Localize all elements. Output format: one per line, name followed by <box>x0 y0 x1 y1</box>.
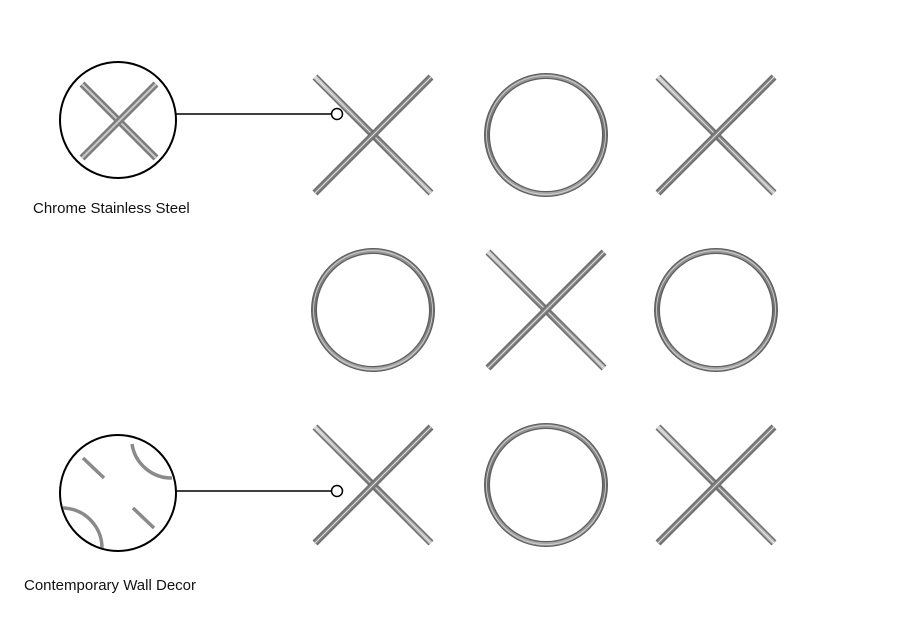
o-piece-icon <box>484 423 608 547</box>
x-piece-icon <box>312 74 434 196</box>
o-piece-icon <box>654 248 778 372</box>
callout-material <box>59 61 344 179</box>
x-piece-icon <box>655 424 777 546</box>
x-center-gap-closeup-icon <box>61 443 173 549</box>
closeup-circle-style <box>59 434 177 552</box>
x-piece-icon <box>655 74 777 196</box>
x-closeup-icon <box>79 81 159 161</box>
callout-style <box>59 434 344 552</box>
leader-dot-material <box>330 107 344 121</box>
o-piece-icon <box>311 248 435 372</box>
leader-dot-style <box>330 484 344 498</box>
game-board <box>311 73 778 547</box>
x-piece-icon <box>312 424 434 546</box>
closeup-circle-material <box>59 61 177 179</box>
x-piece-icon <box>485 249 607 371</box>
o-piece-icon <box>484 73 608 197</box>
caption-material: Chrome Stainless Steel <box>33 200 190 217</box>
caption-style: Contemporary Wall Decor <box>24 577 196 594</box>
